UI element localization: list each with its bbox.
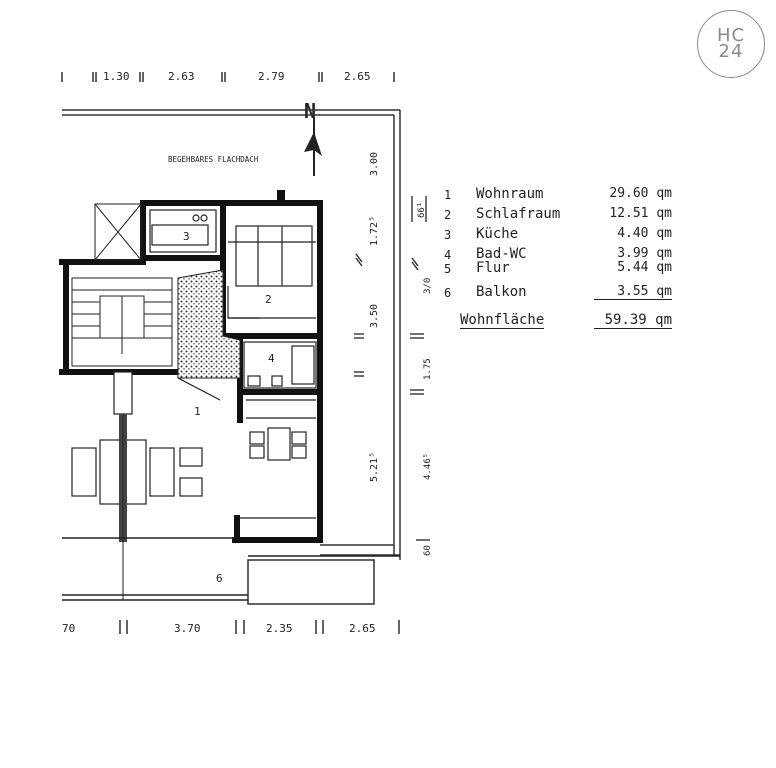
legend-room-name: Wohnraum [476, 186, 544, 202]
dim-right-1: 3.00 [369, 152, 380, 176]
room-4-label: 4 [268, 352, 275, 365]
hall-hatch [177, 269, 241, 379]
dim-bottom-1: 70 [62, 622, 75, 635]
legend-number: 3 [444, 228, 452, 242]
north-arrow: N [304, 99, 322, 176]
legend-number: 2 [444, 208, 452, 222]
dim-inner-3: 1.75 [423, 358, 433, 380]
north-label: N [304, 99, 316, 123]
dim-top-4: 2.65 [344, 70, 371, 83]
legend-room-area: 4.40 qm [617, 226, 672, 241]
room-6-label: 6 [216, 572, 223, 585]
legend-row: 4 Bad-WC 3.99 qm [438, 246, 688, 262]
logo-line2: 24 [718, 41, 744, 62]
legend-total-label: Wohnfläche [460, 312, 545, 329]
room-kitchen [149, 209, 217, 253]
dim-right-4: 5.21⁵ [369, 452, 380, 482]
legend-room-name: Küche [476, 226, 519, 242]
legend-number: 1 [444, 188, 452, 202]
legend-total-area: 59.39 qm [594, 312, 672, 329]
dim-top-1: 1.30 [103, 70, 130, 83]
stairwell [71, 203, 173, 367]
chimney [277, 190, 285, 200]
room-3-label: 3 [183, 230, 190, 243]
legend-room-name: Schlafraum [476, 206, 561, 222]
dim-top-2: 2.63 [168, 70, 195, 83]
legend-room-name: Bad-WC [476, 246, 527, 262]
bottom-dimension-line [119, 620, 400, 634]
balcony [62, 537, 400, 605]
legend-row: 5 Flur 5.44 qm [438, 260, 688, 280]
dim-inner-1: 66¹ [417, 202, 427, 218]
legend-number: 5 [444, 262, 452, 276]
legend-room-area: 3.99 qm [617, 246, 672, 261]
dim-top-3: 2.79 [258, 70, 285, 83]
room-1-label: 1 [194, 405, 201, 418]
roof-outline [62, 109, 401, 560]
exterior-walls [59, 200, 323, 543]
legend-row: 6 Balkon 3.55 qm [438, 284, 688, 304]
top-dimension-line [61, 72, 395, 82]
legend-number: 4 [444, 248, 452, 262]
roof-label: BEGEHBARES FLACHDACH [168, 155, 259, 164]
dim-inner-5: 60 [423, 545, 433, 556]
dim-inner-2: 3/0 [423, 278, 433, 294]
legend-row: 1 Wohnraum 29.60 qm [438, 186, 688, 206]
room-bathroom [243, 341, 317, 389]
legend-room-name: Flur [476, 260, 510, 276]
room-area-legend: 1 Wohnraum 29.60 qm 2 Schlafraum 12.51 q… [438, 186, 688, 334]
legend-total-row: Wohnfläche 59.39 qm [438, 310, 688, 334]
dim-inner-4: 4.46⁵ [423, 453, 433, 480]
dim-bottom-4: 2.65 [349, 622, 376, 635]
dim-right-3: 3.50 [369, 304, 380, 328]
hc24-logo: HC 24 [697, 10, 765, 78]
legend-number: 6 [444, 286, 452, 300]
floor-beam [113, 371, 133, 600]
legend-room-area: 5.44 qm [617, 260, 672, 275]
legend-row: 3 Küche 4.40 qm [438, 226, 688, 246]
room-living [71, 377, 316, 519]
dim-right-2: 1.72⁵ [369, 216, 380, 246]
right-dimension-line [354, 196, 430, 541]
dim-bottom-3: 2.35 [266, 622, 293, 635]
logo-line1: HC [716, 25, 746, 46]
legend-room-area: 29.60 qm [609, 186, 672, 201]
legend-row: 2 Schlafraum 12.51 qm [438, 206, 688, 226]
room-2-label: 2 [265, 293, 272, 306]
room-bedroom [227, 225, 316, 319]
legend-room-area: 12.51 qm [609, 206, 672, 221]
legend-room-name: Balkon [476, 284, 527, 300]
legend-room-area: 3.55 qm [594, 284, 672, 300]
dim-bottom-2: 3.70 [174, 622, 201, 635]
